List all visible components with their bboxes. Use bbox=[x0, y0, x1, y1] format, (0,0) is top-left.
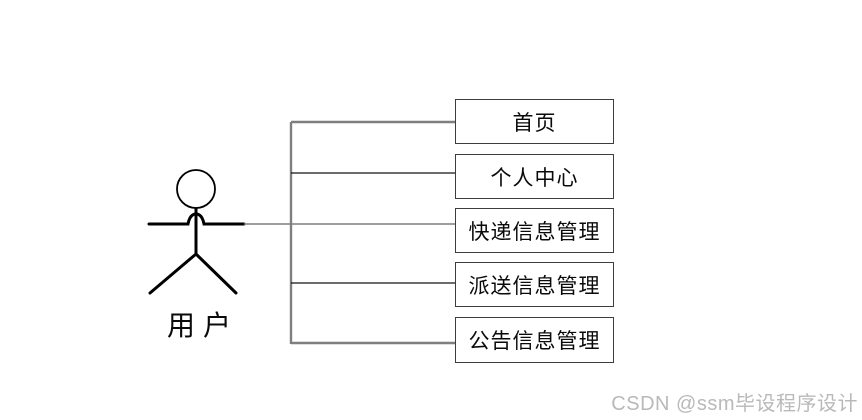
usecase-box-personal-center: 个人中心 bbox=[455, 154, 614, 199]
usecase-label-personal-center: 个人中心 bbox=[490, 165, 579, 190]
actor-stick-figure-icon bbox=[147, 169, 246, 295]
usecase-label-delivery-info-management: 派送信息管理 bbox=[468, 273, 601, 298]
actor-arms bbox=[147, 212, 246, 226]
connector-lines bbox=[244, 120, 456, 345]
usecase-box-home: 首页 bbox=[455, 99, 614, 144]
usecase-box-delivery-info-management: 派送信息管理 bbox=[455, 262, 614, 307]
usecase-box-express-info-management: 快递信息管理 bbox=[455, 208, 614, 253]
usecase-label-announcement-info-management: 公告信息管理 bbox=[468, 329, 601, 353]
watermark-text: CSDN @ssm毕设程序设计 bbox=[611, 393, 858, 415]
actor-head bbox=[176, 169, 216, 209]
actor-legs bbox=[148, 252, 238, 295]
usecase-label-express-info-management: 快递信息管理 bbox=[468, 219, 601, 244]
usecase-box-announcement-info-management: 公告信息管理 bbox=[455, 317, 614, 363]
usecase-label-home: 首页 bbox=[512, 110, 557, 135]
actor-label: 用户 bbox=[166, 311, 239, 342]
